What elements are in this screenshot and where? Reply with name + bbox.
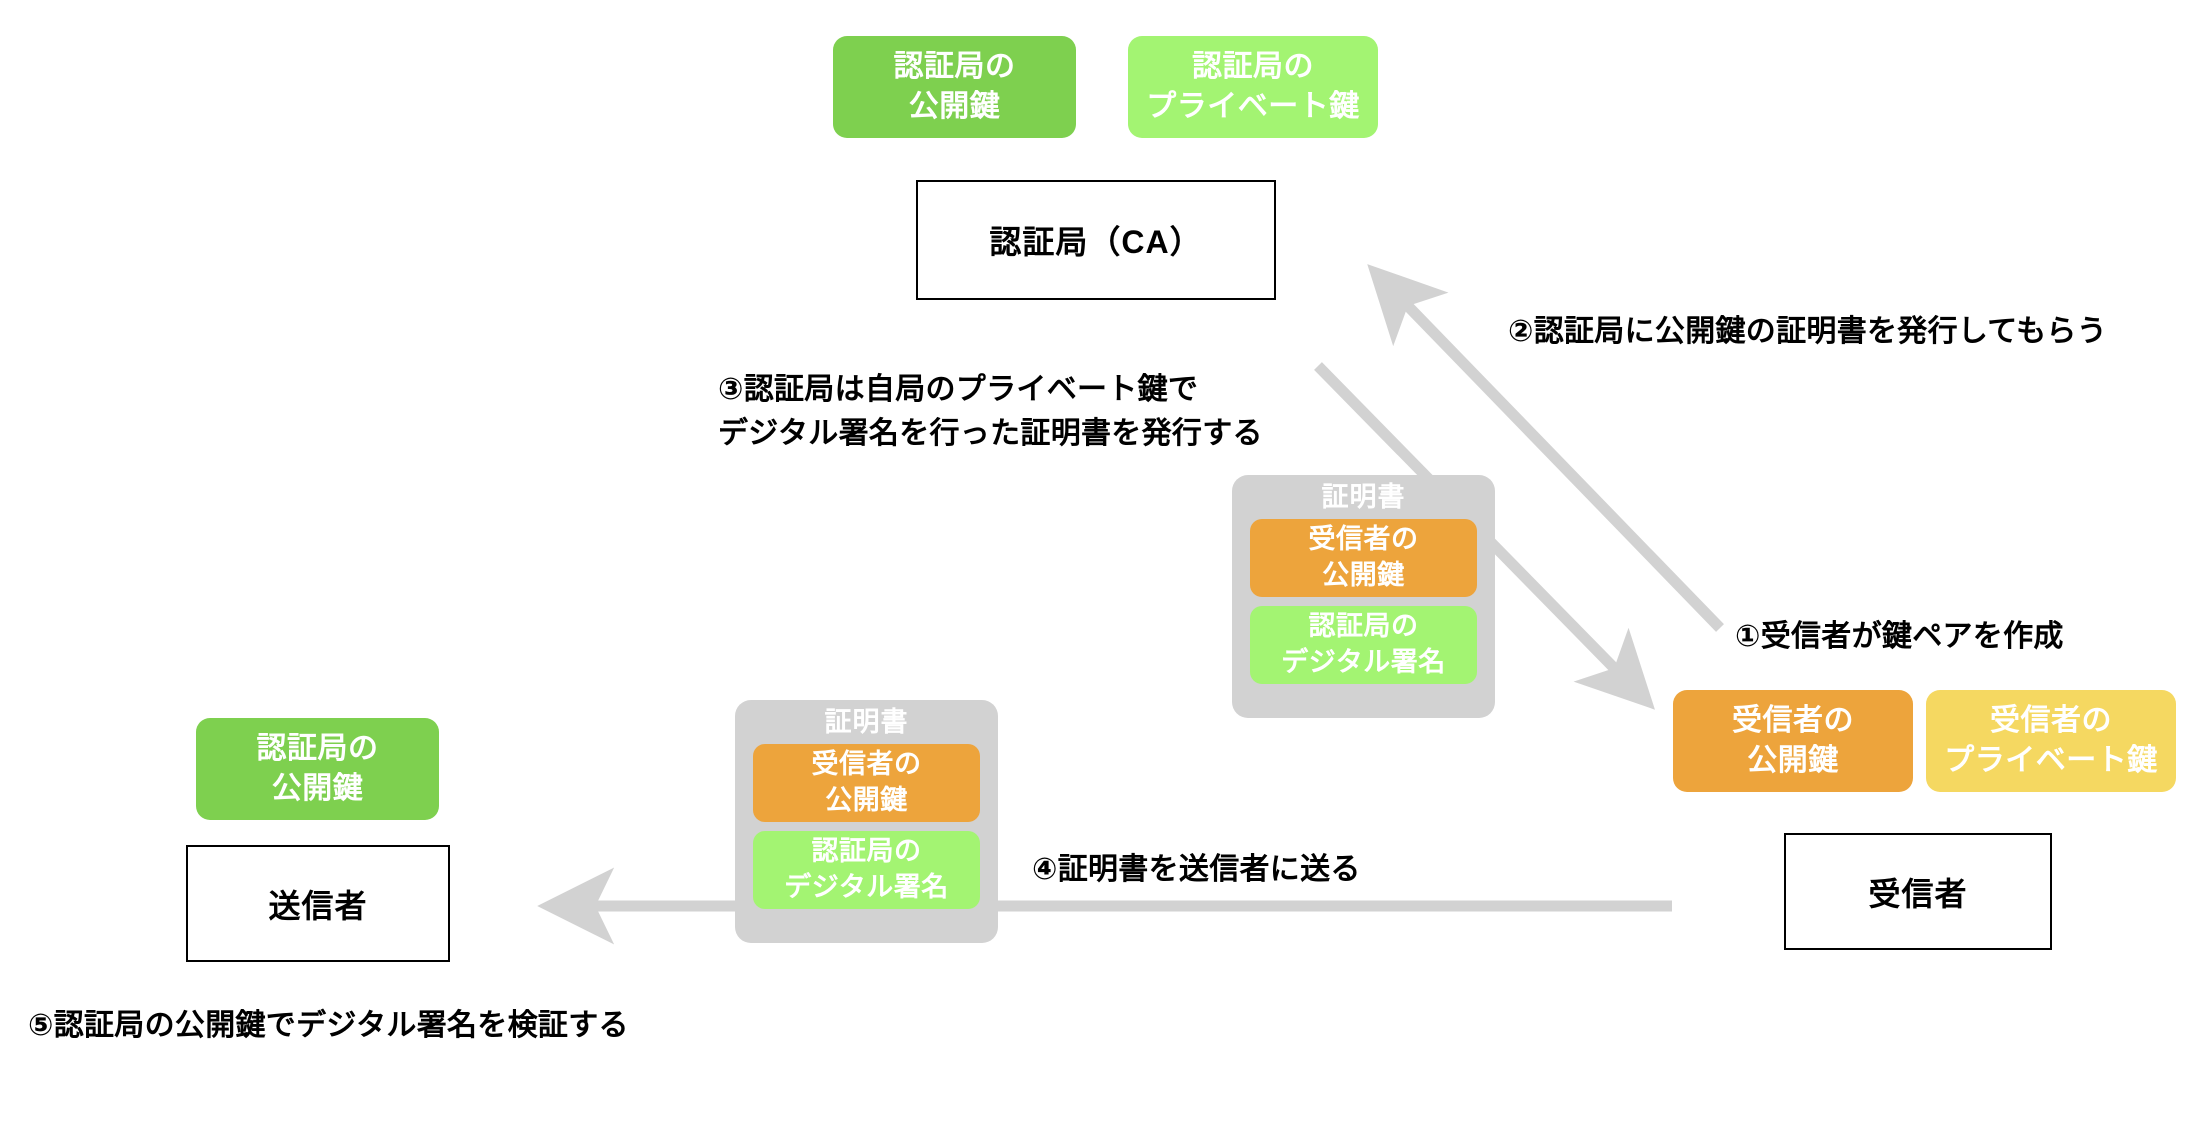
certificate-upper-title: 証明書 bbox=[1321, 482, 1406, 512]
ca-private-key-line1: 認証局の bbox=[1192, 50, 1314, 84]
certificate-upper-signature-chip[interactable]: 認証局の デジタル署名 bbox=[1250, 605, 1477, 684]
ca-private-key-chip[interactable]: 認証局の プライベート鍵 bbox=[1128, 36, 1378, 138]
receiver-entity-label: 受信者 bbox=[1868, 875, 1968, 912]
certificate-lower-title: 証明書 bbox=[824, 707, 909, 737]
certificate-lower-signature-line1: 認証局の bbox=[811, 836, 922, 867]
sender-ca-public-key-line1: 認証局の bbox=[256, 732, 379, 766]
ca-entity-label: 認証局（CA） bbox=[989, 224, 1203, 260]
certificate-lower-public-key-chip[interactable]: 受信者の 公開鍵 bbox=[753, 743, 980, 822]
certificate-lower[interactable]: 証明書 受信者の 公開鍵 認証局の デジタル署名 bbox=[735, 700, 998, 943]
sender-entity-label: 送信者 bbox=[268, 887, 368, 924]
certificate-upper-public-key-line2: 公開鍵 bbox=[1322, 559, 1405, 590]
certificate-upper-signature-line2: デジタル署名 bbox=[1281, 646, 1446, 677]
sender-ca-public-key-line2: 公開鍵 bbox=[271, 772, 364, 805]
receiver-public-key-chip[interactable]: 受信者の 公開鍵 bbox=[1673, 690, 1913, 792]
receiver-private-key-chip[interactable]: 受信者の プライベート鍵 bbox=[1926, 690, 2176, 792]
receiver-entity-box[interactable]: 受信者 bbox=[1784, 833, 2052, 950]
ca-entity-box[interactable]: 認証局（CA） bbox=[916, 180, 1276, 300]
sender-ca-public-key-chip[interactable]: 認証局の 公開鍵 bbox=[196, 718, 439, 820]
step2-note: ②認証局に公開鍵の証明書を発行してもらう bbox=[1508, 315, 2107, 348]
receiver-private-key-line1: 受信者の bbox=[1990, 704, 2112, 738]
receiver-public-key-line1: 受信者の bbox=[1732, 704, 1854, 738]
ca-private-key-line2: プライベート鍵 bbox=[1146, 90, 1360, 123]
step5-note: ⑤認証局の公開鍵でデジタル署名を検証する bbox=[28, 1009, 629, 1042]
receiver-private-key-line2: プライベート鍵 bbox=[1944, 744, 2158, 777]
step4-note: ④証明書を送信者に送る bbox=[1032, 853, 1361, 886]
sender-entity-box[interactable]: 送信者 bbox=[186, 845, 450, 962]
ca-public-key-line1: 認証局の bbox=[893, 50, 1016, 84]
certificate-upper[interactable]: 証明書 受信者の 公開鍵 認証局の デジタル署名 bbox=[1232, 475, 1495, 718]
certificate-upper-signature-line1: 認証局の bbox=[1308, 611, 1419, 642]
ca-public-key-line2: 公開鍵 bbox=[908, 90, 1001, 123]
certificate-lower-public-key-line1: 受信者の bbox=[811, 749, 922, 780]
certificate-upper-public-key-line1: 受信者の bbox=[1308, 524, 1419, 555]
certificate-lower-public-key-line2: 公開鍵 bbox=[825, 784, 908, 815]
step1-note: ①受信者が鍵ペアを作成 bbox=[1735, 620, 2064, 653]
ca-public-key-chip[interactable]: 認証局の 公開鍵 bbox=[833, 36, 1076, 138]
receiver-public-key-line2: 公開鍵 bbox=[1747, 744, 1839, 777]
step3-note: ③認証局は自局のプライベート鍵で デジタル署名を行った証明書を発行する bbox=[718, 373, 1263, 450]
certificate-upper-public-key-chip[interactable]: 受信者の 公開鍵 bbox=[1250, 518, 1477, 597]
certificate-lower-signature-line2: デジタル署名 bbox=[784, 871, 949, 902]
certificate-lower-signature-chip[interactable]: 認証局の デジタル署名 bbox=[753, 830, 980, 909]
